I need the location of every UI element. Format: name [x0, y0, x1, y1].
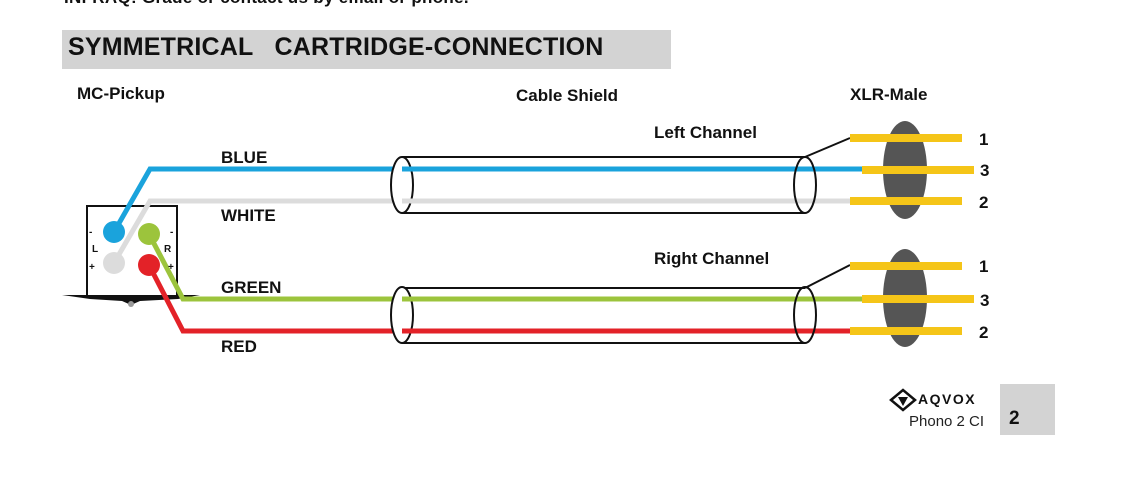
xlr-connector-right: 1 3 2: [850, 249, 989, 347]
wire-blue: [111, 166, 402, 234]
xlr-left-pin-2-label: 2: [979, 193, 988, 212]
page-title: SYMMETRICAL CARTRIDGE-CONNECTION: [68, 33, 604, 61]
page-number-box: [1000, 384, 1055, 435]
cutoff-header-text: INFRAQ: Grade or contact us by email or …: [64, 0, 469, 8]
cartridge-mark-r-minus: -: [170, 227, 173, 238]
wire-label-red: RED: [221, 337, 257, 356]
terminal-left-plus: [103, 252, 125, 274]
xlr-left-pin-1: [850, 134, 962, 142]
wire-green: [146, 232, 402, 302]
xlr-right-pin-3-label: 3: [980, 291, 989, 310]
cartridge-mark-r-plus: +: [168, 262, 174, 273]
wire-red: [146, 263, 402, 334]
cartridge-mark-l-plus: +: [89, 262, 95, 273]
model-name: Phono 2 CI: [909, 413, 985, 430]
xlr-male-label: XLR-Male: [850, 85, 928, 104]
xlr-right-pin-1: [850, 262, 962, 270]
mc-pickup-label: MC-Pickup: [77, 84, 165, 103]
left-channel-label: Left Channel: [654, 123, 757, 142]
cartridge-mark-l: L: [92, 244, 98, 255]
cartridge-mark-r: R: [164, 244, 172, 255]
page-number: 2: [1009, 408, 1020, 429]
xlr-right-pin-3: [862, 295, 974, 303]
cable-shield-right: [390, 264, 862, 344]
right-channel-label: Right Channel: [654, 249, 770, 268]
xlr-left-pin-3-label: 3: [980, 161, 989, 180]
xlr-right-pin-1-label: 1: [979, 257, 988, 276]
wire-label-green: GREEN: [221, 278, 282, 297]
shield-drain-left: [804, 137, 851, 158]
xlr-left-pin-1-label: 1: [979, 130, 988, 149]
xlr-left-pin-3: [862, 166, 974, 174]
stylus-tip: [128, 301, 134, 307]
xlr-left-pin-2: [850, 197, 962, 205]
terminal-right-minus: [138, 223, 160, 245]
xlr-connector-left: 1 3 2: [850, 121, 989, 219]
terminal-left-minus: [103, 221, 125, 243]
xlr-right-pin-2: [850, 327, 962, 335]
wire-label-white: WHITE: [221, 206, 276, 225]
shield-drain-right: [804, 264, 851, 289]
wire-label-blue: BLUE: [221, 148, 268, 167]
xlr-right-pin-2-label: 2: [979, 323, 988, 342]
title-bar: [62, 30, 671, 69]
cable-shield-left: [390, 137, 862, 214]
cartridge-mark-l-minus: -: [89, 227, 92, 238]
terminal-right-plus: [138, 254, 160, 276]
cable-shield-label: Cable Shield: [516, 86, 619, 105]
aqvox-logo-icon: [889, 388, 917, 412]
wire-white: [111, 198, 402, 265]
brand-name: AQVOX: [918, 391, 977, 407]
